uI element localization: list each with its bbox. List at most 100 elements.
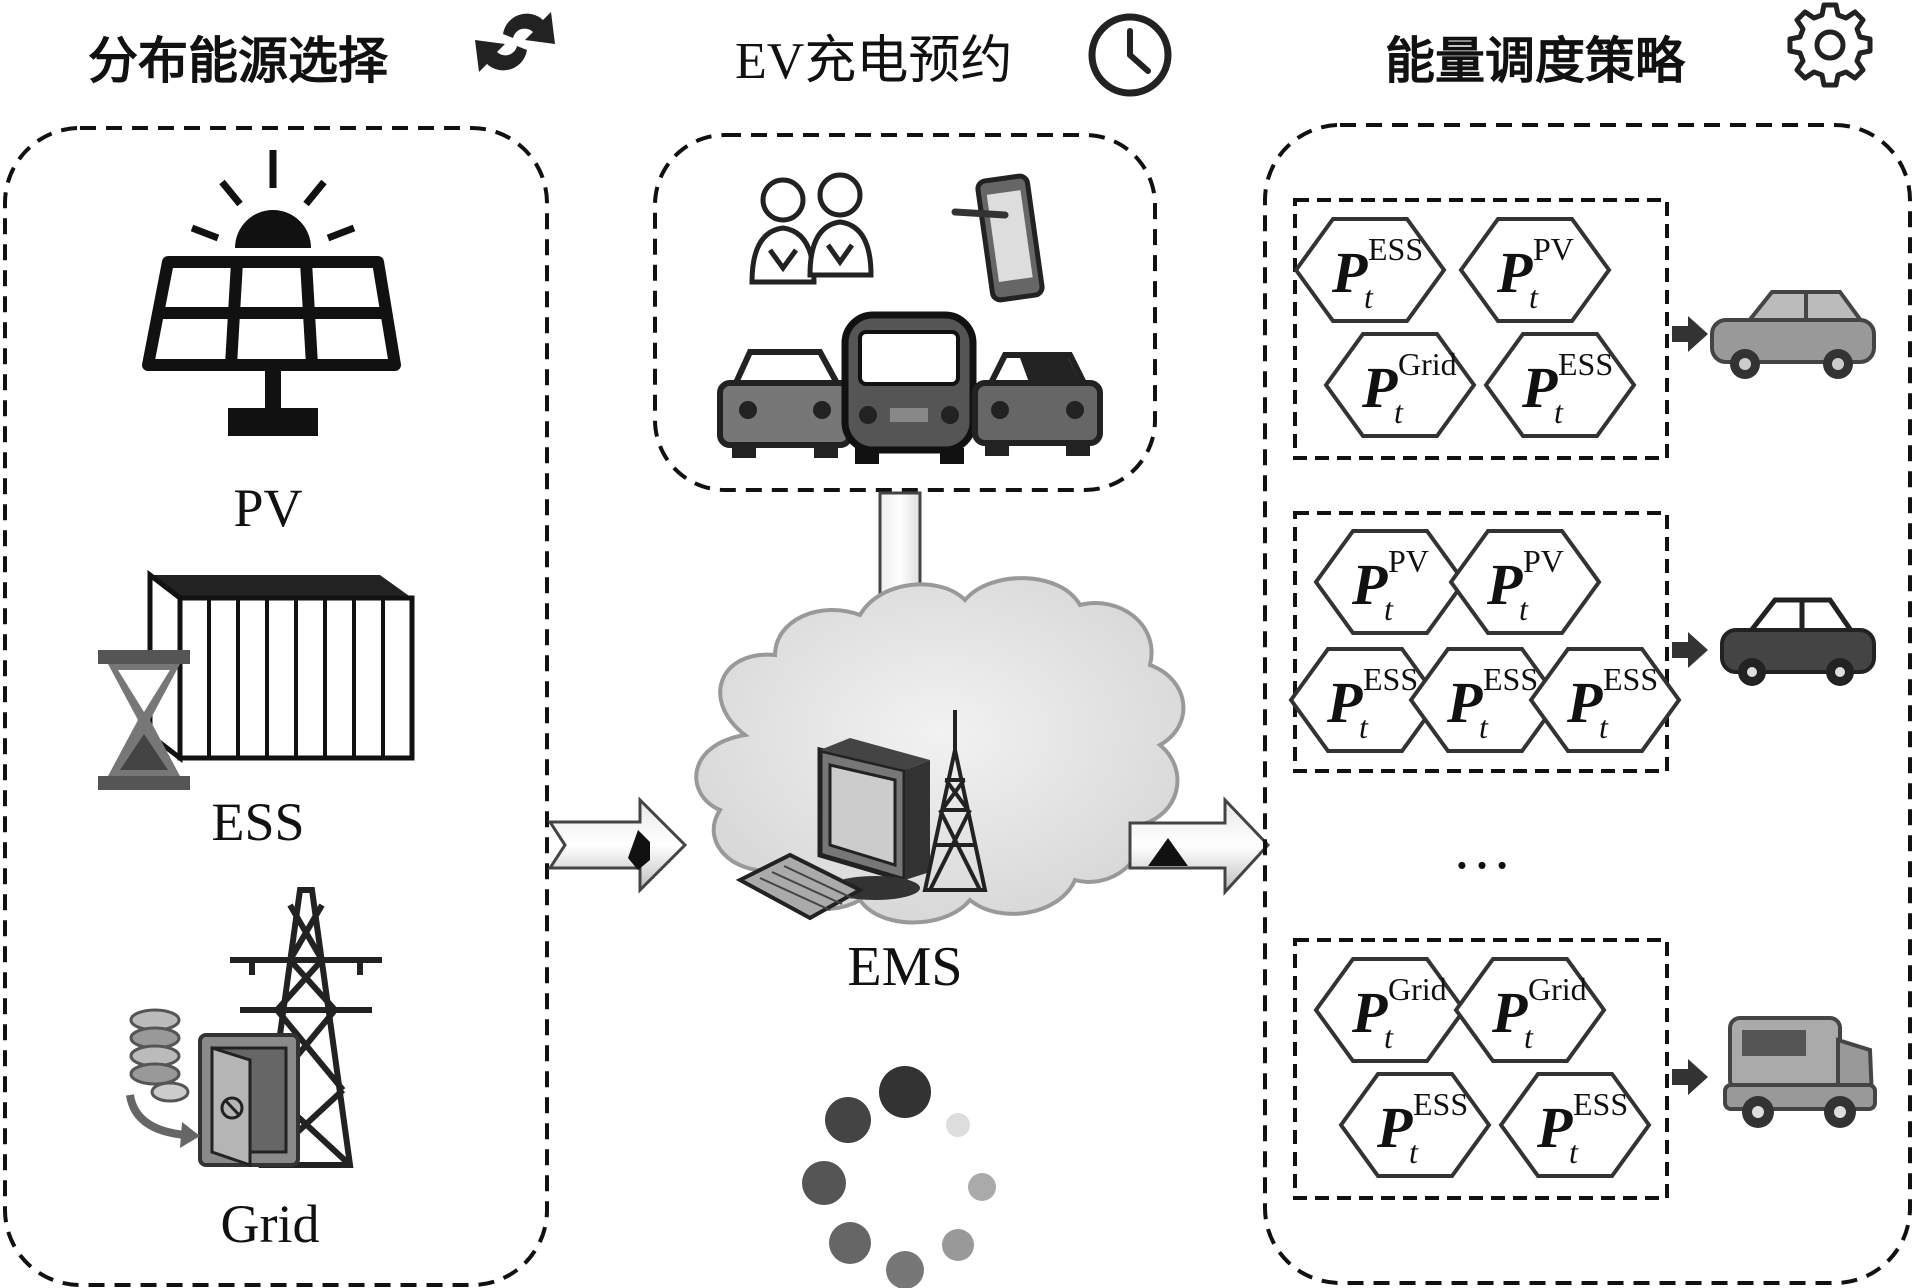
power-symbol: P bbox=[1496, 240, 1533, 305]
time-subscript: t bbox=[1519, 591, 1529, 627]
compact-car-icon bbox=[1720, 597, 1876, 686]
power-symbol: P bbox=[1351, 980, 1388, 1045]
time-subscript: t bbox=[1359, 709, 1369, 745]
hexagon-outline bbox=[1338, 1072, 1492, 1178]
gear-icon bbox=[1787, 2, 1873, 88]
time-subscript: t bbox=[1364, 279, 1374, 315]
arrow-sources-to-ems bbox=[547, 796, 688, 894]
ems-label: EMS bbox=[847, 936, 962, 998]
hexagon-outline bbox=[1293, 217, 1447, 323]
power-source-superscript: Grid bbox=[1388, 971, 1447, 1007]
time-subscript: t bbox=[1569, 1134, 1579, 1170]
strategy-box-1 bbox=[1293, 198, 1669, 460]
power-source-superscript: ESS bbox=[1413, 1086, 1468, 1122]
car-left-icon bbox=[717, 349, 853, 458]
power-source-superscript: Grid bbox=[1528, 971, 1587, 1007]
safe-icon bbox=[198, 1033, 300, 1168]
strategy-arrow-2 bbox=[1672, 632, 1708, 668]
ess-label: ESS bbox=[211, 792, 304, 852]
arrow-ems-to-strategies bbox=[1128, 796, 1271, 896]
hexagon-outline bbox=[1483, 332, 1637, 438]
car-right-icon bbox=[972, 352, 1103, 456]
power-symbol: P bbox=[1351, 552, 1388, 617]
header-energy-scheduling-strategy: 能量调度策略 bbox=[1385, 32, 1686, 90]
strategy-box-2 bbox=[1293, 511, 1669, 773]
energy-sources-panel bbox=[3, 126, 549, 1287]
power-source-superscript: ESS bbox=[1483, 661, 1538, 697]
computer-monitor-icon bbox=[817, 738, 930, 900]
solar-panel-icon bbox=[142, 150, 401, 436]
time-subscript: t bbox=[1524, 1019, 1534, 1055]
hexagon-outline bbox=[1498, 1072, 1652, 1178]
strategy-arrow-1 bbox=[1672, 316, 1708, 352]
hexagon-outline bbox=[1528, 647, 1682, 753]
time-subscript: t bbox=[1409, 1134, 1419, 1170]
power-symbol: P bbox=[1376, 1095, 1413, 1160]
power-source-superscript: PV bbox=[1523, 543, 1564, 579]
hexagon-outline bbox=[1453, 957, 1607, 1063]
keyboard-icon bbox=[735, 852, 865, 921]
power-symbol: P bbox=[1491, 980, 1528, 1045]
power-source-superscript: ESS bbox=[1558, 346, 1613, 382]
van-icon bbox=[1723, 1016, 1877, 1128]
antenna-tower-icon bbox=[922, 710, 988, 892]
coins-icon bbox=[126, 1008, 200, 1148]
clock-icon bbox=[1088, 13, 1172, 97]
strategy-box-3 bbox=[1293, 938, 1669, 1200]
hourglass-icon bbox=[98, 650, 190, 790]
ev-reservation-panel bbox=[653, 133, 1157, 492]
power-symbol: P bbox=[1486, 552, 1523, 617]
time-subscript: t bbox=[1599, 709, 1609, 745]
power-source-superscript: PV bbox=[1533, 231, 1574, 267]
loading-spinner-icon bbox=[802, 1066, 996, 1288]
strategy-arrow-3 bbox=[1672, 1059, 1708, 1095]
power-source-superscript: ESS bbox=[1603, 661, 1658, 697]
time-subscript: t bbox=[1529, 279, 1539, 315]
hexagon-outline bbox=[1323, 332, 1477, 438]
power-symbol: P bbox=[1521, 355, 1558, 420]
power-symbol: P bbox=[1536, 1095, 1573, 1160]
time-subscript: t bbox=[1394, 394, 1404, 430]
power-symbol: P bbox=[1326, 670, 1363, 735]
power-symbol: P bbox=[1361, 355, 1398, 420]
power-source-superscript: PV bbox=[1388, 543, 1429, 579]
header-distributed-energy-selection: 分布能源选择 bbox=[88, 32, 389, 90]
power-symbol: P bbox=[1331, 240, 1368, 305]
grid-label: Grid bbox=[221, 1194, 320, 1254]
pv-label: PV bbox=[233, 478, 302, 538]
time-subscript: t bbox=[1384, 591, 1394, 627]
time-subscript: t bbox=[1384, 1019, 1394, 1055]
hexagon-outline bbox=[1448, 529, 1602, 635]
users-icon bbox=[749, 172, 874, 285]
ess-battery-icon bbox=[147, 569, 415, 764]
ellipsis: … bbox=[1452, 815, 1512, 881]
bus-icon bbox=[841, 311, 977, 464]
power-symbol: P bbox=[1566, 670, 1603, 735]
power-source-superscript: ESS bbox=[1368, 231, 1423, 267]
refresh-arrows-icon bbox=[475, 12, 555, 72]
header-ev-charging-reservation: EV充电预约 bbox=[735, 33, 1012, 90]
power-source-superscript: ESS bbox=[1363, 661, 1418, 697]
smartphone-icon bbox=[951, 173, 1045, 303]
time-subscript: t bbox=[1479, 709, 1489, 745]
time-subscript: t bbox=[1554, 394, 1564, 430]
power-symbol: P bbox=[1446, 670, 1483, 735]
hexagon-outline bbox=[1458, 217, 1612, 323]
sedan-car-icon bbox=[1710, 290, 1876, 379]
power-source-superscript: ESS bbox=[1573, 1086, 1628, 1122]
power-source-superscript: Grid bbox=[1398, 346, 1457, 382]
